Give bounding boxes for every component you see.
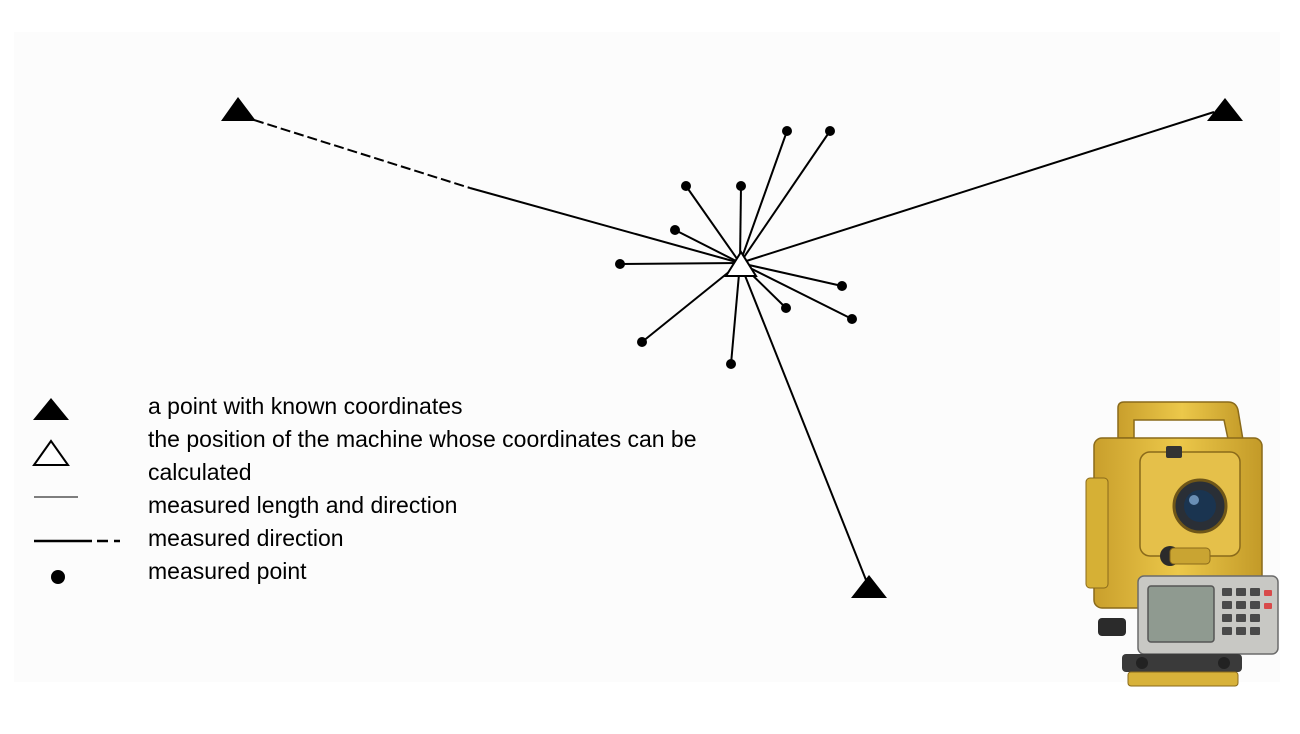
dot-icon [615,259,625,269]
machine-position [724,250,758,277]
ray [730,262,741,365]
dot-icon [736,181,746,191]
ray [739,130,831,264]
solid-segment [469,187,741,264]
total-station-icon [1085,401,1279,687]
legend-machine-position: the position of the machine whose coordi… [148,426,697,485]
ray [739,262,843,287]
dot-icon [825,126,835,136]
length-direction-line-top-right [739,111,1215,264]
measured-point-rays [619,130,853,365]
dot-icon [670,225,680,235]
legend-direction: measured direction [148,525,344,551]
known-point-top-right [1207,98,1243,121]
measured-points [615,126,857,369]
dot-icon [726,359,736,369]
filled-triangle-icon [33,398,69,420]
legend-known-point: a point with known coordinates [148,393,463,419]
side-panel [1085,477,1109,589]
keypad [1222,588,1260,635]
known-point-bottom [851,575,887,598]
direction-line-top-left [253,119,741,264]
display-screen [1147,585,1215,643]
dot-icon [637,337,647,347]
ray [619,262,741,265]
ray [739,185,742,264]
known-point-top-left [221,97,256,121]
hollow-triangle-icon [32,439,70,466]
dot-icon [781,303,791,313]
dot-icon [681,181,691,191]
tribrach [1122,654,1242,672]
ray [739,130,788,264]
ray [685,185,741,264]
legend-symbols [32,398,120,584]
tangent-knob [1098,618,1126,636]
legend-measured-point: measured point [148,558,307,584]
ray [641,262,741,343]
dot-icon [837,281,847,291]
base-plate [1127,671,1239,687]
ray [674,229,741,264]
dot-icon [51,570,65,584]
dot-icon [782,126,792,136]
legend-length-direction: measured length and direction [148,492,458,518]
dot-icon [847,314,857,324]
dashed-segment [253,119,471,189]
length-direction-line-bottom [739,262,867,581]
diagram-background [14,32,1280,682]
ray [739,262,853,320]
